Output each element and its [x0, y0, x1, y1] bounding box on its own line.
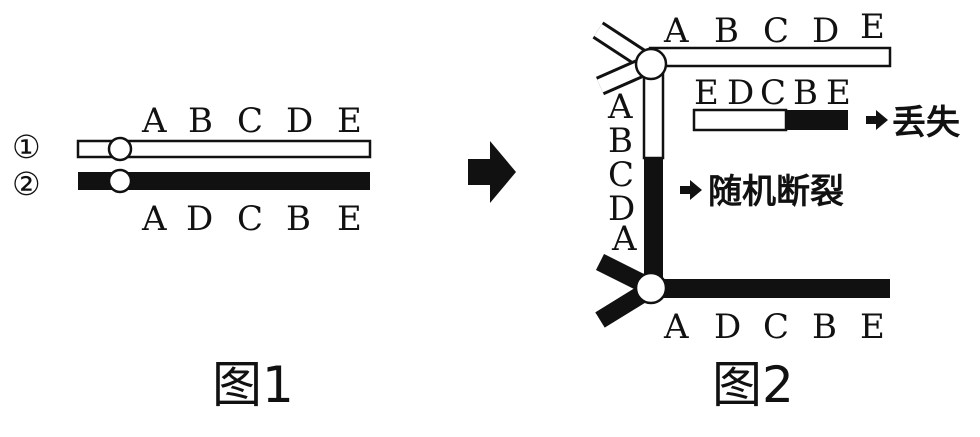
- transition-arrow-icon: [468, 141, 516, 203]
- fragment-gene-label: D: [727, 73, 754, 113]
- bottom-gene-label: B: [812, 307, 837, 347]
- top-gene-label: C: [763, 11, 789, 51]
- figure-1-caption: 图1: [212, 356, 294, 414]
- lost-fragment-black: [786, 110, 848, 130]
- figure-2: A B C D E E D C B E 丢失 A B C D A 随机断裂 A …: [592, 7, 961, 414]
- vertical-arm-black: [644, 158, 663, 290]
- fragment-gene-label: E: [826, 73, 851, 113]
- fragment-gene-label: C: [760, 73, 786, 113]
- bottom-gene-label: A: [663, 307, 689, 347]
- break-arrow-icon: [680, 180, 702, 200]
- break-label: 随机断裂: [708, 172, 844, 212]
- vertical-gene-label: B: [608, 121, 633, 161]
- chromosome-2-bar: [78, 172, 370, 190]
- chrom1-gene-label: E: [337, 101, 362, 141]
- vertical-gene-label: D: [608, 189, 635, 229]
- bottom-gene-label: E: [860, 307, 885, 347]
- top-gene-label: E: [860, 7, 885, 47]
- chromosome-1-marker: ①: [12, 128, 41, 166]
- bottom-arm-bar: [650, 279, 890, 298]
- vertical-gene-label: A: [611, 219, 637, 259]
- lower-junction-centromere: [634, 271, 668, 305]
- chrom2-gene-label: C: [237, 199, 263, 239]
- centromere-1: [107, 136, 133, 162]
- top-gene-label: A: [663, 11, 689, 51]
- chrom1-gene-label: D: [286, 101, 313, 141]
- chrom2-gene-label: A: [141, 199, 167, 239]
- lost-label: 丢失: [892, 103, 961, 143]
- lost-fragment-white: [692, 108, 788, 132]
- figure-2-caption: 图2: [712, 356, 794, 414]
- chromosome-1-bar: [76, 139, 372, 159]
- fragment-gene-label: E: [694, 73, 719, 113]
- chromosome-2-marker: ②: [12, 165, 41, 203]
- chrom1-gene-label: B: [188, 101, 213, 141]
- chrom2-gene-label: B: [286, 199, 311, 239]
- chrom1-gene-label: C: [237, 101, 263, 141]
- chrom1-gene-label: A: [141, 101, 167, 141]
- fragment-gene-label: B: [793, 73, 818, 113]
- bottom-gene-label: D: [714, 307, 741, 347]
- upper-junction-centromere: [634, 47, 668, 81]
- vertical-gene-label: C: [608, 155, 634, 195]
- lost-arrow-icon: [866, 110, 888, 130]
- centromere-2: [107, 168, 133, 194]
- chrom2-gene-label: E: [337, 199, 362, 239]
- chrom2-gene-label: D: [186, 199, 213, 239]
- bottom-gene-label: C: [763, 307, 789, 347]
- top-gene-label: B: [714, 11, 739, 51]
- vertical-gene-label: A: [607, 87, 633, 127]
- figure-1: ① ② A B C D E A D C B E 图1: [12, 101, 372, 414]
- top-gene-label: D: [812, 11, 839, 51]
